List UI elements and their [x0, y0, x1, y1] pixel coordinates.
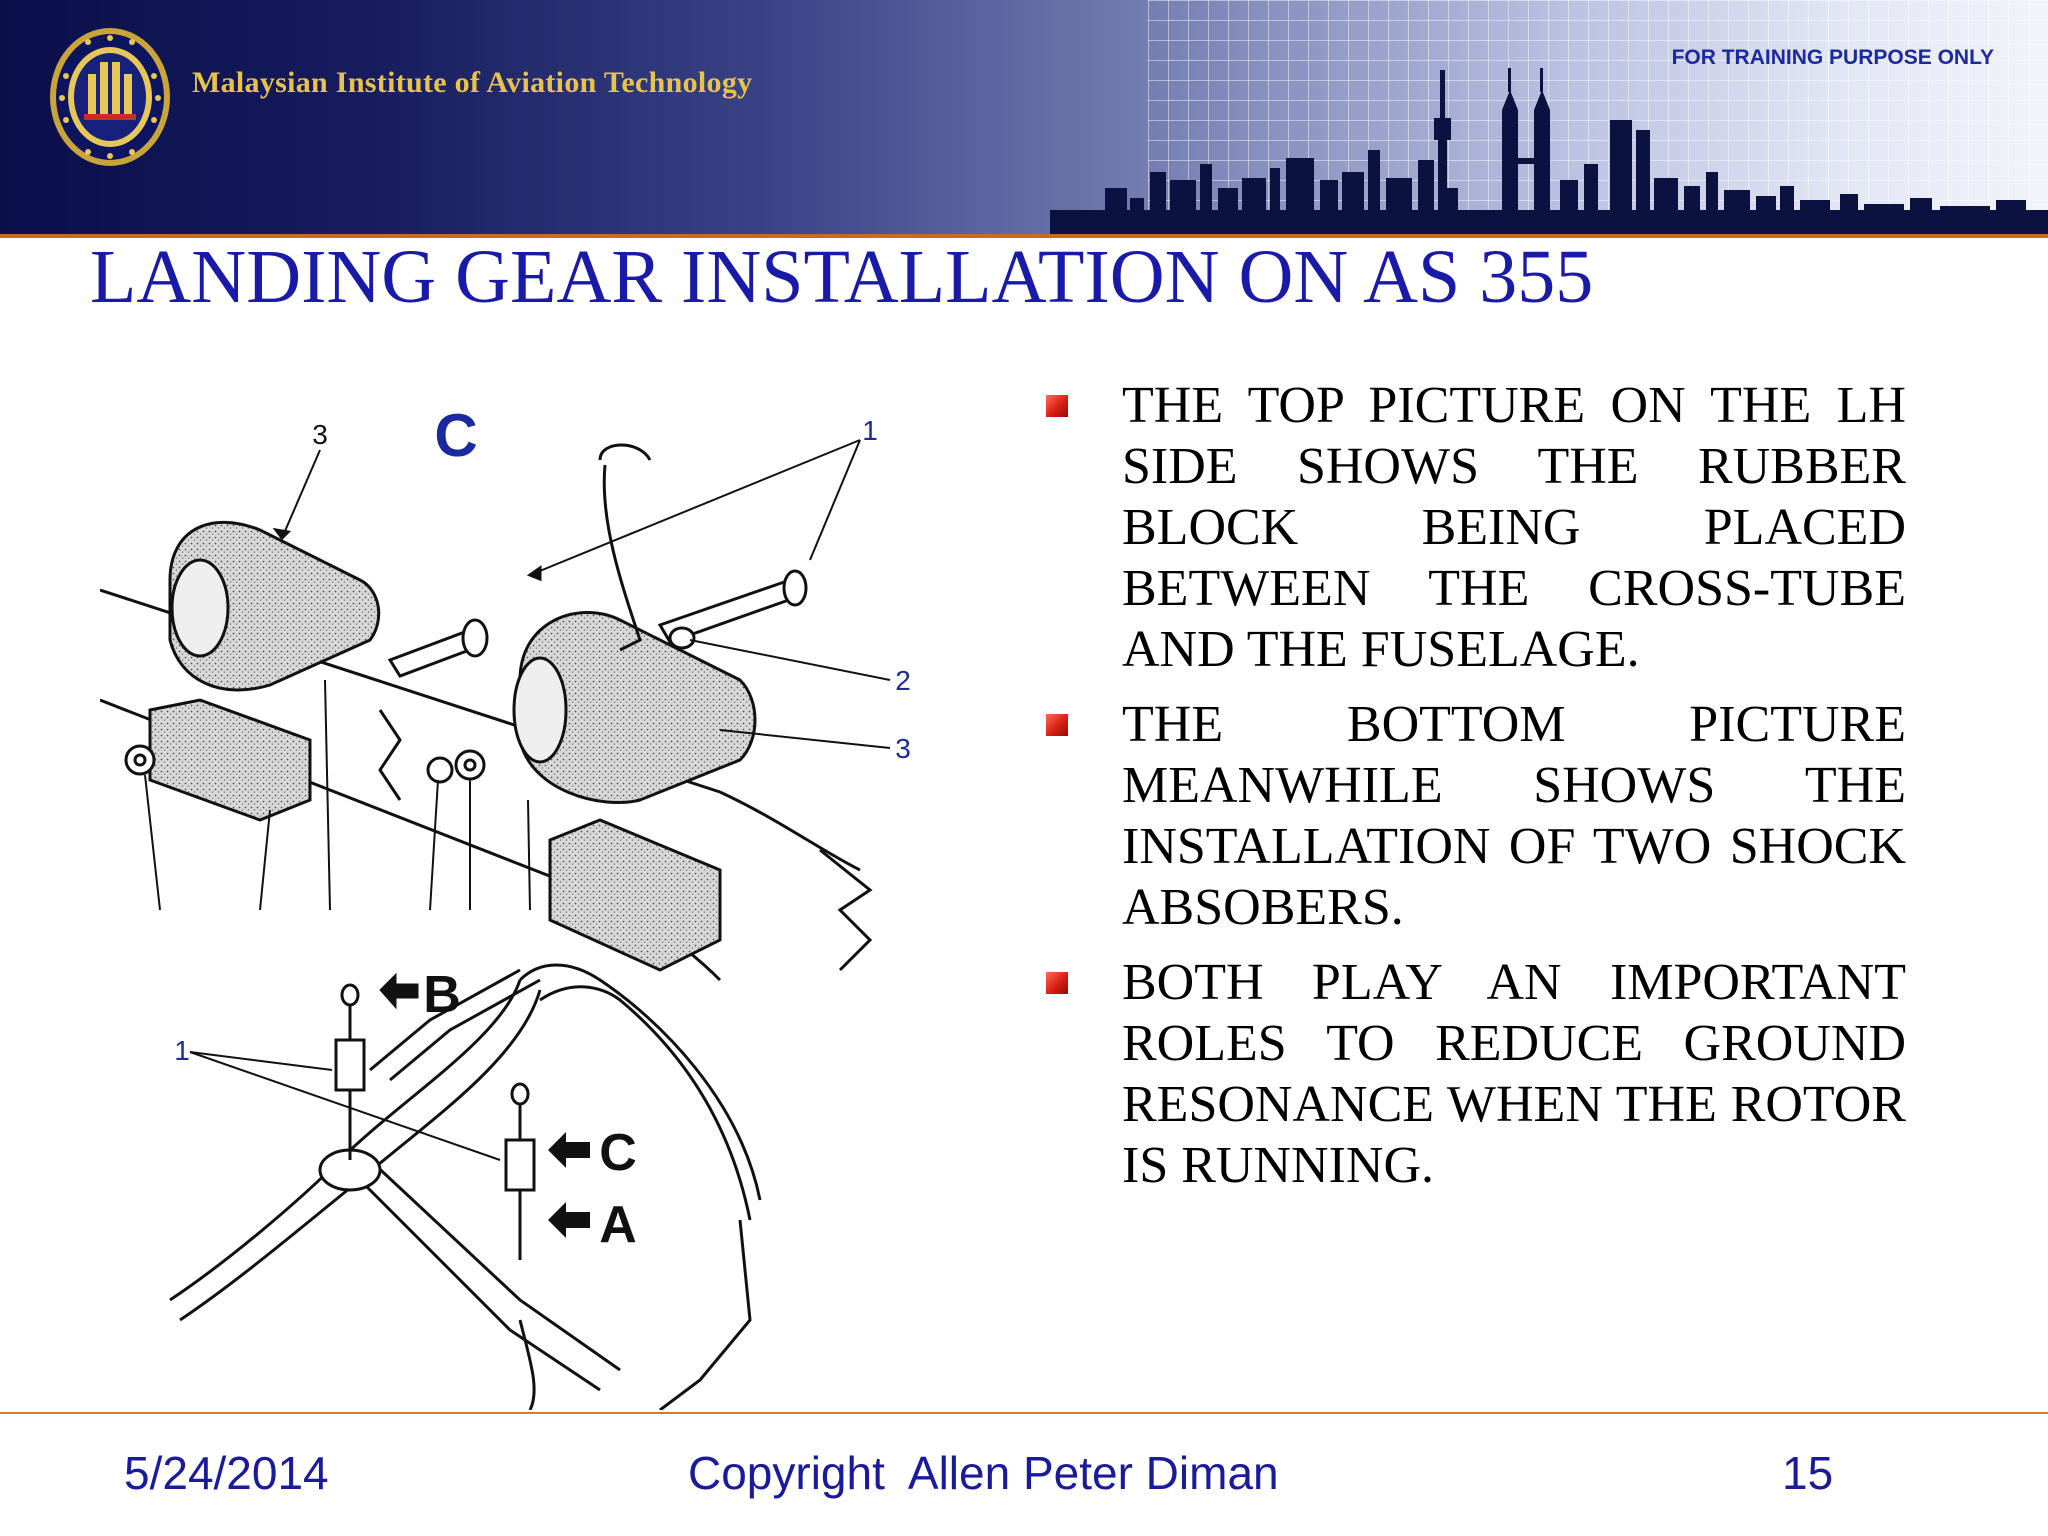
callout-3-mid: 3: [895, 733, 911, 764]
slide-title: LANDING GEAR INSTALLATION ON AS 355: [90, 235, 1594, 319]
callout-3-top: 3: [312, 419, 328, 450]
bullet-text: THE TOP PICTURE ON THE LH SIDE SHOWS THE…: [1122, 377, 1906, 678]
page-number: 15: [1782, 1447, 1834, 1499]
bullet-square-icon: [1046, 972, 1068, 994]
shock-absorber-installation-view: [169, 963, 762, 1410]
institute-name: Malaysian Institute of Aviation Technolo…: [192, 66, 753, 99]
arrow-label-b: B: [423, 966, 461, 1024]
bullet-item: THE TOP PICTURE ON THE LH SIDE SHOWS THE…: [1040, 375, 1906, 680]
bullet-list: THE TOP PICTURE ON THE LH SIDE SHOWS THE…: [1040, 375, 1906, 1210]
landing-gear-diagram: C 3 1 2 3 B C A 1: [100, 402, 911, 1410]
arrow-label-c: C: [599, 1124, 637, 1182]
bullet-text: THE BOTTOM PICTURE MEANWHILE SHOWS THE I…: [1122, 696, 1906, 936]
arrow-label-a: A: [599, 1196, 637, 1254]
bullet-square-icon: [1046, 714, 1068, 736]
rubber-block-exploded-view: [100, 439, 891, 982]
callout-1-bottom: 1: [174, 1035, 190, 1066]
footer-copyright: Copyright Allen Peter Diman: [688, 1447, 1279, 1499]
university-crest-icon: [50, 28, 170, 166]
view-label-c: C: [434, 402, 477, 469]
header-banner: [0, 0, 2048, 238]
bullet-item: THE BOTTOM PICTURE MEANWHILE SHOWS THE I…: [1040, 694, 1906, 938]
city-skyline-image: [1050, 68, 2048, 236]
callout-2-top: 2: [895, 665, 911, 696]
bullet-text: BOTH PLAY AN IMPORTANT ROLES TO REDUCE G…: [1122, 954, 1906, 1194]
footer-date: 5/24/2014: [124, 1447, 329, 1499]
arrow-c-icon: [548, 1132, 590, 1168]
callout-1-top: 1: [862, 415, 878, 446]
arrow-b-icon: [379, 972, 419, 1010]
training-notice: FOR TRAINING PURPOSE ONLY: [1671, 46, 1994, 69]
arrow-a-icon: [548, 1202, 590, 1238]
bullet-square-icon: [1046, 395, 1068, 417]
banner-orange-rule: [0, 234, 2048, 238]
bullet-item: BOTH PLAY AN IMPORTANT ROLES TO REDUCE G…: [1040, 952, 1906, 1196]
footer-divider: [0, 1412, 2048, 1414]
